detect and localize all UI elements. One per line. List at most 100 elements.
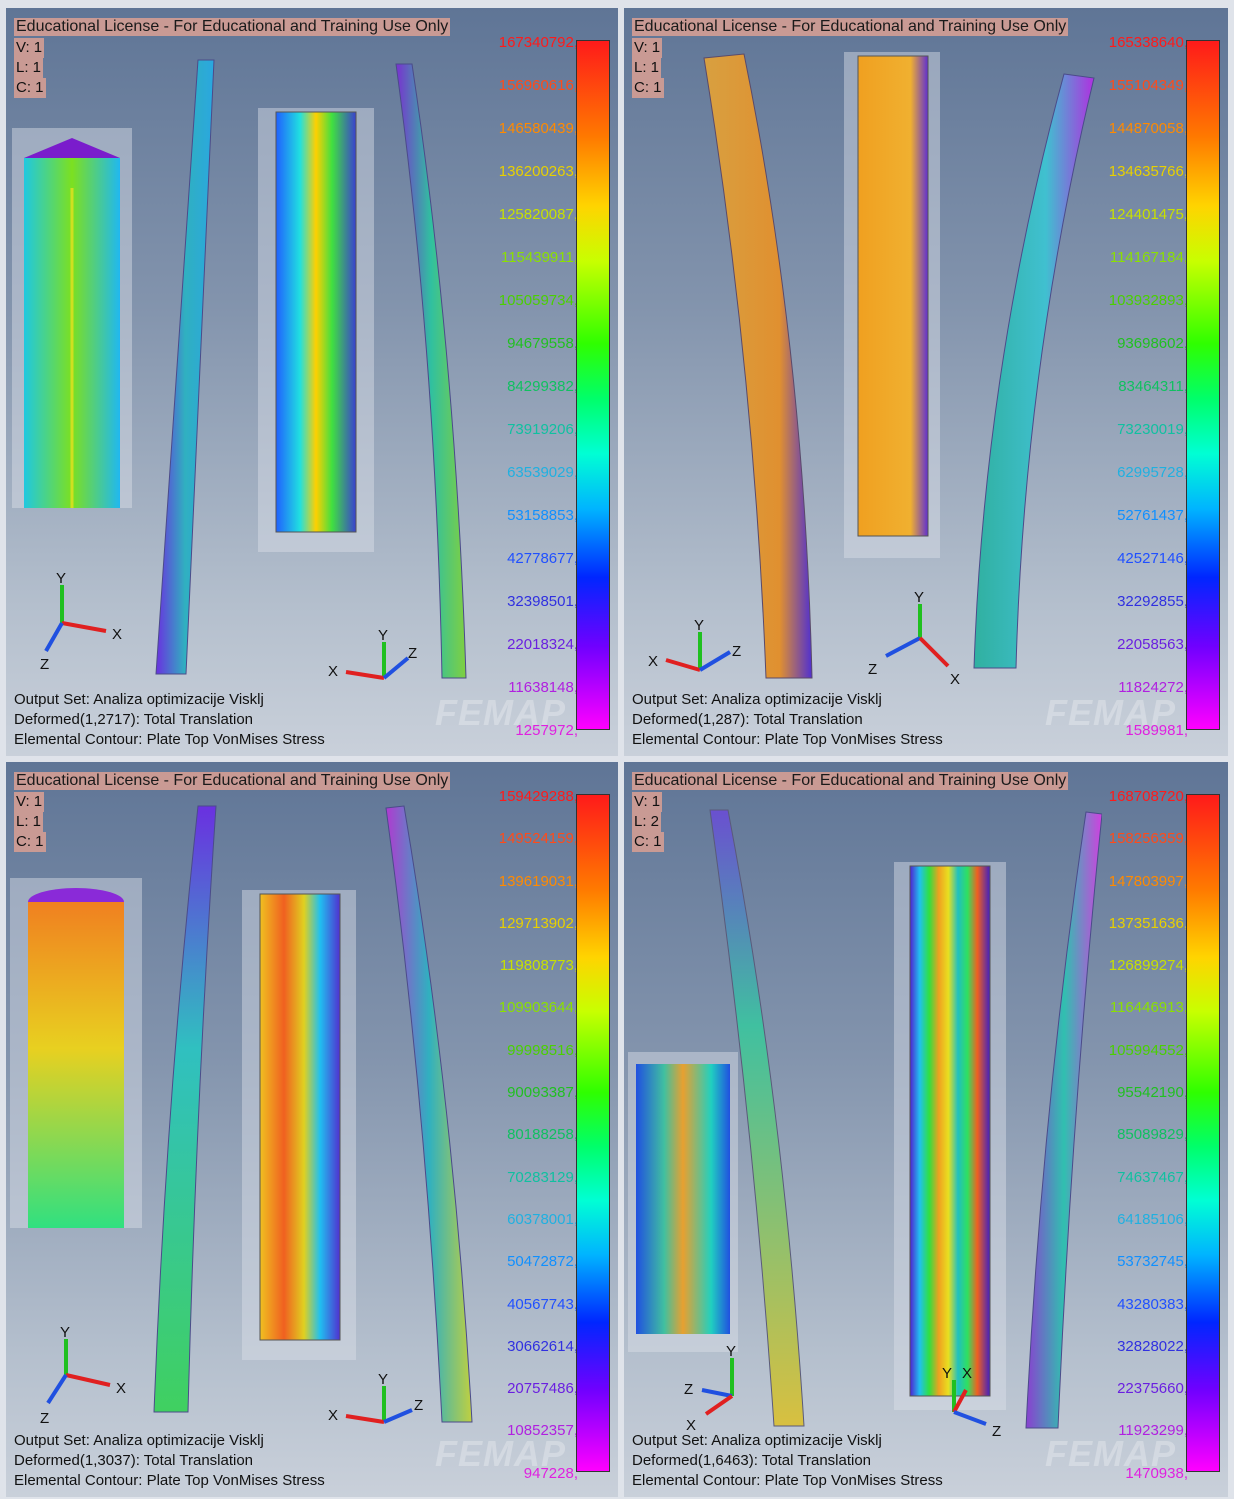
- level-label: 73919206,: [507, 421, 578, 438]
- view-info: V: 1 L: 1 C: 1: [632, 38, 664, 98]
- level-label: 1470938,: [1125, 1464, 1188, 1482]
- level-label: 116446913,: [1109, 999, 1188, 1017]
- viewport-panel-2[interactable]: Educational License - For Educational an…: [624, 8, 1228, 756]
- axis-triad: YXZ: [328, 628, 417, 680]
- round-tube-closeup: [28, 888, 124, 1228]
- svg-text:Z: Z: [868, 661, 877, 678]
- deformed-info: Deformed(1,287): Total Translation: [632, 711, 863, 728]
- level-label: 11824272,: [1118, 679, 1188, 696]
- model-inset: [12, 128, 132, 508]
- level-label: 156960616,: [498, 77, 578, 94]
- level-label: 84299382,: [507, 378, 578, 395]
- column-model-right: [973, 73, 1095, 669]
- axis-triad: YXZ: [40, 1327, 126, 1427]
- level-label: 165338640,: [1108, 34, 1188, 51]
- level-label: 20757486,: [507, 1380, 578, 1398]
- level-label: 105059734,: [498, 292, 578, 309]
- level-label: 10852357,: [507, 1422, 578, 1440]
- femap-watermark: FEMAP: [1045, 1433, 1176, 1474]
- level-label: 32398501,: [507, 593, 578, 610]
- axis-triad: Y X Z: [328, 1372, 423, 1424]
- view-l: L: 1: [14, 812, 44, 832]
- level-label: 137351636,: [1108, 914, 1188, 932]
- level-label: 149524159,: [498, 830, 578, 848]
- output-set: Output Set: Analiza optimizacije Visklj: [632, 691, 882, 708]
- column-model-left: [155, 59, 215, 675]
- output-set: Output Set: Analiza optimizacije Visklj: [14, 691, 264, 708]
- level-label: 134635766,: [1108, 163, 1188, 180]
- level-label: 139619031,: [498, 872, 578, 890]
- svg-text:Y: Y: [378, 628, 388, 644]
- femap-watermark: FEMAP: [435, 1433, 566, 1474]
- deformed-info: Deformed(1,3037): Total Translation: [14, 1452, 254, 1469]
- column-closeup: [275, 111, 357, 533]
- level-label: 11638148,: [508, 679, 578, 696]
- level-label: 136200263,: [498, 163, 578, 180]
- level-label: 124401475,: [1108, 206, 1188, 223]
- model-inset: [844, 52, 940, 558]
- axis-triad: YXZ: [648, 618, 741, 672]
- svg-text:Z: Z: [684, 1381, 693, 1398]
- viewport-panel-4[interactable]: Educational License - For Educational an…: [624, 762, 1228, 1497]
- contour-color-scale: [1186, 794, 1220, 1472]
- svg-text:Z: Z: [414, 1397, 423, 1414]
- column-model-left: [709, 809, 805, 1427]
- view-v: V: 1: [632, 792, 663, 812]
- output-set: Output Set: Analiza optimizacije Visklj: [632, 1432, 882, 1449]
- axis-triad: YXZ: [40, 573, 122, 673]
- svg-text:Z: Z: [408, 645, 417, 662]
- level-label: 155104349,: [1108, 77, 1188, 94]
- view-l: L: 2: [632, 812, 662, 832]
- level-label: 85089829,: [1117, 1126, 1188, 1144]
- output-set: Output Set: Analiza optimizacije Visklj: [14, 1432, 264, 1449]
- view-c: C: 1: [632, 832, 664, 852]
- svg-text:Y: Y: [60, 1327, 70, 1341]
- svg-text:Y: Y: [726, 1343, 736, 1360]
- axis-triad: YZX: [684, 1343, 736, 1434]
- svg-text:Z: Z: [40, 656, 49, 673]
- level-label: 40567743,: [507, 1295, 578, 1313]
- svg-text:Y: Y: [942, 1365, 952, 1382]
- column-model-left: [153, 805, 217, 1413]
- level-label: 64185106,: [1117, 1210, 1188, 1228]
- level-label: 146580439,: [498, 120, 578, 137]
- viewport-panel-1[interactable]: Educational License - For Educational an…: [6, 8, 618, 756]
- level-label: 90093387,: [507, 1084, 578, 1102]
- level-label: 53732745,: [1117, 1253, 1188, 1271]
- axis-triad: YZX: [868, 589, 960, 688]
- level-label: 103932893,: [1108, 292, 1188, 309]
- svg-text:Y: Y: [56, 573, 66, 587]
- column-closeup: [857, 55, 929, 537]
- view-c: C: 1: [14, 832, 46, 852]
- license-banner: Educational License - For Educational an…: [14, 772, 451, 790]
- level-label: 73230019,: [1117, 421, 1188, 438]
- contour-info: Elemental Contour: Plate Top VonMises St…: [14, 1472, 325, 1489]
- model-inset: [258, 108, 374, 552]
- level-label: 147803997,: [1108, 872, 1188, 890]
- viewport-panel-3[interactable]: Educational License - For Educational an…: [6, 762, 618, 1497]
- model-inset: [10, 878, 142, 1228]
- output-info: Output Set: Analiza optimizacije Visklj …: [632, 1431, 943, 1491]
- contour-color-scale: [576, 40, 610, 730]
- view-v: V: 1: [14, 38, 45, 58]
- level-label: 62995728,: [1117, 464, 1188, 481]
- column-closeup: [909, 865, 991, 1397]
- svg-text:Y: Y: [914, 589, 924, 606]
- contour-info: Elemental Contour: Plate Top VonMises St…: [632, 1472, 943, 1489]
- femap-watermark: FEMAP: [1045, 692, 1176, 733]
- level-label: 30662614,: [507, 1337, 578, 1355]
- license-banner: Educational License - For Educational an…: [632, 772, 1069, 790]
- deformed-info: Deformed(1,6463): Total Translation: [632, 1452, 872, 1469]
- level-label: 63539029,: [507, 464, 578, 481]
- view-info: V: 1 L: 1 C: 1: [14, 38, 46, 98]
- view-l: L: 1: [14, 58, 44, 78]
- svg-text:Y: Y: [378, 1372, 388, 1388]
- level-label: 83464311,: [1118, 378, 1188, 395]
- svg-text:X: X: [328, 1407, 338, 1424]
- view-v: V: 1: [632, 38, 663, 58]
- license-banner: Educational License - For Educational an…: [14, 18, 451, 36]
- view-info: V: 1 L: 1 C: 1: [14, 792, 46, 852]
- level-label: 52761437,: [1117, 507, 1188, 524]
- view-c: C: 1: [632, 78, 664, 98]
- square-tube-closeup: [24, 138, 120, 508]
